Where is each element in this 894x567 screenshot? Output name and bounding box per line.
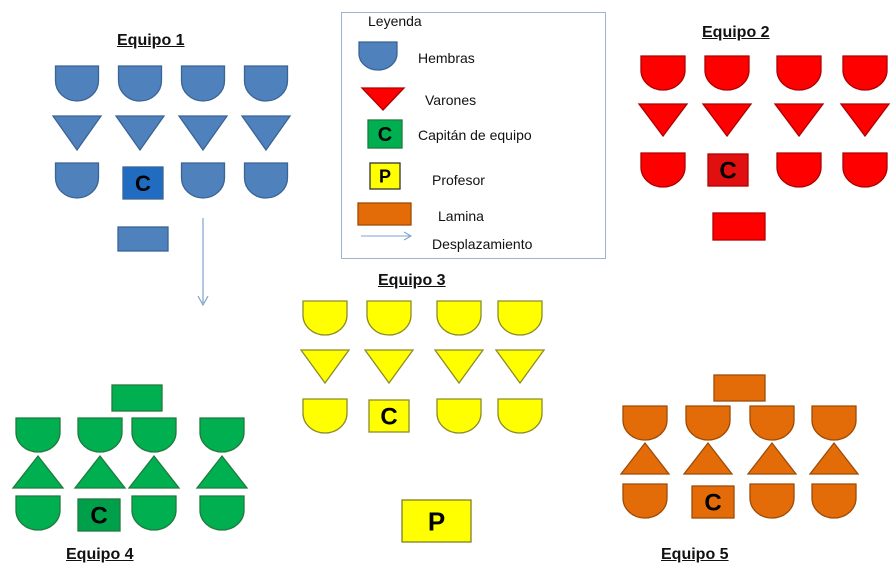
team-2-captain-letter: C bbox=[719, 158, 736, 185]
legend-label-varones: Varones bbox=[425, 92, 477, 108]
team-5-male-2 bbox=[682, 441, 734, 475]
team-1-female-top-4 bbox=[243, 65, 289, 102]
team-4-captain bbox=[77, 498, 121, 532]
teacher-box bbox=[401, 499, 472, 543]
team-5-female-top-1 bbox=[622, 405, 668, 441]
team-5-female-bottom-2 bbox=[749, 483, 795, 519]
team-2-female-bottom-1 bbox=[640, 152, 686, 188]
team-2-female-top-1 bbox=[640, 55, 686, 91]
legend-male-triangle-icon bbox=[360, 87, 406, 111]
team-4-female-bottom-2 bbox=[131, 495, 177, 531]
team-3-female-top-2 bbox=[366, 300, 412, 336]
legend-lamina-rect-icon bbox=[357, 202, 412, 226]
team-5-lamina bbox=[713, 374, 766, 402]
team-2-male-1 bbox=[637, 103, 689, 138]
team-1-female-bottom-1 bbox=[54, 162, 100, 199]
team-2-male-4 bbox=[839, 103, 891, 138]
team-2-female-bottom-3 bbox=[842, 152, 888, 188]
team-3-male-2 bbox=[363, 349, 415, 385]
team-3-captain bbox=[368, 399, 410, 433]
team-1-female-bottom-2 bbox=[180, 162, 226, 199]
teacher-box-letter: P bbox=[428, 506, 445, 536]
legend-movement-arrow-head-icon bbox=[403, 231, 413, 241]
team-4-male-2 bbox=[73, 454, 127, 489]
team-3-female-bottom-1 bbox=[302, 398, 348, 434]
team-1-female-bottom-3 bbox=[243, 162, 289, 199]
team-3-female-bottom-3 bbox=[497, 398, 543, 434]
team-2-female-top-3 bbox=[776, 55, 822, 91]
team-1-captain bbox=[122, 166, 164, 200]
team-2-male-3 bbox=[773, 103, 825, 138]
team-4-female-top-1 bbox=[15, 417, 61, 453]
team-4-female-bottom-1 bbox=[15, 495, 61, 531]
team-1-male-1 bbox=[51, 115, 103, 152]
team-1-male-4 bbox=[240, 115, 292, 152]
team-3-female-top-1 bbox=[302, 300, 348, 336]
team-2-title: Equipo 2 bbox=[702, 24, 770, 41]
legend-teacher-p-icon-letter: P bbox=[379, 166, 391, 186]
team-4-male-4 bbox=[195, 454, 249, 489]
team-3-male-4 bbox=[494, 349, 546, 385]
team-2-female-top-2 bbox=[704, 55, 750, 91]
team-4-lamina bbox=[111, 384, 163, 412]
legend-label-hembras: Hembras bbox=[418, 50, 475, 66]
team-2-lamina bbox=[712, 212, 766, 241]
team-4-female-top-3 bbox=[131, 417, 177, 453]
team-3-male-3 bbox=[433, 349, 485, 385]
legend-captain-c-icon bbox=[367, 119, 403, 149]
team-5-male-3 bbox=[746, 441, 798, 475]
team-1-female-top-1 bbox=[54, 65, 100, 102]
team-4-male-1 bbox=[11, 454, 65, 489]
team-2-captain bbox=[707, 153, 749, 187]
team-5-female-top-2 bbox=[685, 405, 731, 441]
legend-label-lamina: Lamina bbox=[438, 208, 484, 224]
team-1-male-3 bbox=[177, 115, 229, 152]
team-5-female-bottom-3 bbox=[811, 483, 857, 519]
team-1-movement-arrow-head bbox=[197, 295, 209, 307]
team-5-male-1 bbox=[619, 441, 671, 475]
team-1-title: Equipo 1 bbox=[117, 32, 185, 49]
team-3-female-top-4 bbox=[497, 300, 543, 336]
team-2-male-2 bbox=[701, 103, 753, 138]
legend-label-profesor: Profesor bbox=[432, 172, 485, 188]
team-1-captain-letter: C bbox=[135, 171, 151, 196]
team-5-title: Equipo 5 bbox=[661, 546, 729, 563]
team-1-female-top-3 bbox=[180, 65, 226, 102]
team-1-female-top-2 bbox=[117, 65, 163, 102]
team-5-female-top-4 bbox=[811, 405, 857, 441]
team-5-female-top-3 bbox=[749, 405, 795, 441]
legend-label-capitan: Capitán de equipo bbox=[418, 127, 532, 143]
legend-label-desplazamiento: Desplazamiento bbox=[432, 236, 533, 252]
team-5-captain bbox=[691, 485, 735, 519]
team-5-captain-letter: C bbox=[704, 490, 721, 517]
team-3-captain-letter: C bbox=[380, 404, 397, 431]
legend-captain-c-icon-letter: C bbox=[378, 124, 392, 146]
team-4-female-top-2 bbox=[77, 417, 123, 453]
team-2-female-top-4 bbox=[842, 55, 888, 91]
team-4-female-bottom-3 bbox=[199, 495, 245, 531]
team-5-male-4 bbox=[808, 441, 860, 475]
team-3-female-top-3 bbox=[436, 300, 482, 336]
team-4-female-top-4 bbox=[199, 417, 245, 453]
team-3-female-bottom-2 bbox=[436, 398, 482, 434]
team-2-female-bottom-2 bbox=[776, 152, 822, 188]
legend-teacher-p-icon bbox=[369, 162, 401, 190]
team-3-title: Equipo 3 bbox=[378, 272, 446, 289]
team-4-captain-letter: C bbox=[90, 503, 107, 530]
team-4-male-3 bbox=[127, 454, 181, 489]
legend-female-shape-icon bbox=[358, 41, 398, 71]
team-3-male-1 bbox=[299, 349, 351, 385]
team-1-male-2 bbox=[114, 115, 166, 152]
team-4-title: Equipo 4 bbox=[66, 546, 134, 563]
legend-title: Leyenda bbox=[368, 13, 422, 29]
team-1-lamina bbox=[117, 226, 169, 252]
team-5-female-bottom-1 bbox=[622, 483, 668, 519]
